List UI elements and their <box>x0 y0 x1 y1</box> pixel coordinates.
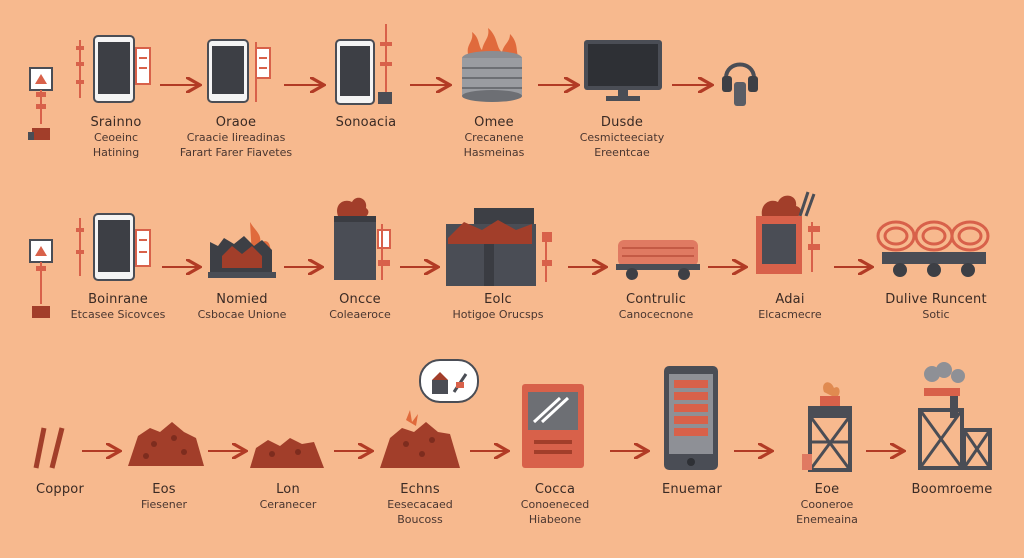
ore-sample-icon <box>26 234 66 328</box>
step-title: Enuemar <box>661 482 723 497</box>
step-label: Boomroeme <box>892 482 1012 497</box>
step-title: Lon <box>276 482 300 497</box>
ore-pile-sparks-icon <box>376 404 464 476</box>
step-title: Contrulic <box>625 292 687 307</box>
step-subtitle: Elcacmecre <box>758 308 822 321</box>
flow-arrow <box>470 446 512 456</box>
step-label: Boinrane Etcasee Sicovces <box>68 292 168 322</box>
step-label: Omee Crecanene Hasmeinas <box>446 115 542 160</box>
step-subtitle: Fiesener <box>140 498 188 511</box>
step-title: Eoe <box>814 482 840 497</box>
copper-coil-wagon-icon <box>870 214 996 286</box>
server-tablet-icon <box>662 364 722 478</box>
step-title: Srainno <box>90 115 142 130</box>
headphones-icon <box>720 52 760 112</box>
step-title: Adai <box>775 292 805 307</box>
step-subtitle: Etcasee Sicovces <box>70 308 166 321</box>
step-subtitle: Cooneroe Enemeaina <box>796 498 858 526</box>
step-label: Oncce Coleaeroce <box>310 292 410 322</box>
step-subtitle: Ceranecer <box>259 498 317 511</box>
flow-arrow <box>568 262 610 272</box>
step-subtitle: Cesmicteeciaty Ereentcae <box>579 131 665 159</box>
flow-arrow <box>734 446 776 456</box>
furnace-drum-icon <box>458 26 528 110</box>
flow-arrow <box>334 446 376 456</box>
refinery-unit-icon <box>752 186 832 282</box>
step-title: Eos <box>152 482 176 497</box>
step-label: Coppor <box>12 482 108 497</box>
copper-ore-pile-icon <box>124 414 208 474</box>
flow-arrow <box>866 446 908 456</box>
step-label: Echns Eesecacaed Boucoss <box>364 482 476 527</box>
tablet-device-icon <box>74 210 158 294</box>
smoking-plant-icon <box>914 362 994 478</box>
flow-arrow <box>708 262 750 272</box>
tablet-device-icon <box>334 22 404 112</box>
step-label: Eos Fiesener <box>116 482 212 512</box>
step-label: Nomied Csbocae Unione <box>192 292 292 322</box>
flow-arrow <box>208 446 250 456</box>
step-label: Eoe Cooneroe Enemeaina <box>772 482 882 527</box>
step-subtitle: Coleaeroce <box>329 308 391 321</box>
ore-sample-icon <box>26 62 66 156</box>
step-title: Dusde <box>600 115 644 130</box>
flow-arrow <box>610 446 652 456</box>
step-label: Dusde Cesmicteeciaty Ereentcae <box>564 115 680 160</box>
factory-badge-icon <box>418 358 480 408</box>
flow-arrow <box>538 80 582 90</box>
step-subtitle: Crecanene Hasmeinas <box>463 131 525 159</box>
step-subtitle: Craacie Iireadinas Farart Farer Fiavetes <box>179 131 293 159</box>
step-title: Sonoacia <box>335 115 397 130</box>
ore-heap-fire-icon <box>206 216 278 284</box>
step-label: Srainno Ceoeinc Hatining <box>70 115 162 160</box>
lookout-tower-icon <box>800 374 860 478</box>
flow-arrow <box>284 80 328 90</box>
step-label: Sonoacia <box>316 115 416 130</box>
flow-arrow <box>162 262 204 272</box>
smelter-tank-icon <box>330 194 400 290</box>
step-label: Lon Ceranecer <box>238 482 338 512</box>
tablet-device-icon <box>74 32 158 116</box>
step-title: Nomied <box>216 292 268 307</box>
step-label: Eolc Hotigoe Orucsps <box>448 292 548 322</box>
step-title: Dulive Runcent <box>885 292 987 307</box>
step-subtitle: Ceoeinc Hatining <box>92 131 140 159</box>
step-title: Cocca <box>534 482 576 497</box>
flow-arrow <box>410 80 454 90</box>
step-subtitle: Hotigoe Orucsps <box>452 308 544 321</box>
copper-ore-pile-icon <box>246 432 330 476</box>
step-subtitle: Canocecnone <box>618 308 694 321</box>
step-label: Contrulic Canocecnone <box>596 292 716 322</box>
step-title: Boinrane <box>88 292 148 307</box>
copper-cart-icon <box>614 236 704 286</box>
flow-arrow <box>82 446 124 456</box>
step-subtitle: Conoeneced Hiabeone <box>520 498 590 526</box>
step-title: Oncce <box>339 292 381 307</box>
copper-rods-icon <box>32 424 80 476</box>
step-label: Enuemar <box>640 482 744 497</box>
flow-arrow <box>400 262 442 272</box>
step-title: Coppor <box>35 482 85 497</box>
step-label: Oraoe Craacie Iireadinas Farart Farer Fi… <box>178 115 294 160</box>
flow-arrow <box>160 80 204 90</box>
step-subtitle: Csbocae Unione <box>197 308 287 321</box>
step-title: Eolc <box>484 292 512 307</box>
step-title: Oraoe <box>215 115 257 130</box>
step-title: Omee <box>474 115 514 130</box>
flow-arrow <box>834 262 876 272</box>
step-label: Dulive Runcent Sotic <box>868 292 1004 322</box>
step-subtitle: Eesecacaed Boucoss <box>387 498 453 526</box>
flow-arrow <box>672 80 716 90</box>
step-subtitle: Sotic <box>922 308 950 321</box>
step-label: Adai Elcacmecre <box>740 292 840 322</box>
step-title: Echns <box>400 482 440 497</box>
step-title: Boomroeme <box>911 482 993 497</box>
crusher-bin-icon <box>442 204 562 292</box>
tablet-device-icon <box>206 38 276 112</box>
step-label: Cocca Conoeneced Hiabeone <box>500 482 610 527</box>
flow-arrow <box>284 262 326 272</box>
monitor-icon <box>582 38 666 108</box>
control-cabinet-icon <box>520 382 588 476</box>
